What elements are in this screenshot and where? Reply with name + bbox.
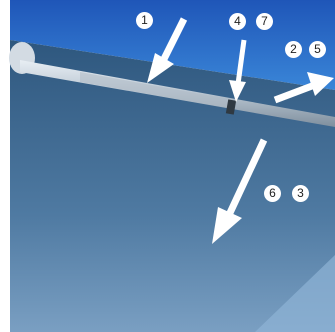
left-margin [0, 0, 10, 332]
marker-5: 5 [309, 41, 326, 58]
marker-7: 7 [256, 13, 273, 30]
marker-2: 2 [285, 41, 302, 58]
marker-4: 4 [229, 13, 246, 30]
marker-3: 3 [292, 185, 309, 202]
marker-1: 1 [136, 12, 153, 29]
marker-6: 6 [264, 185, 281, 202]
sail-surface [10, 40, 335, 332]
